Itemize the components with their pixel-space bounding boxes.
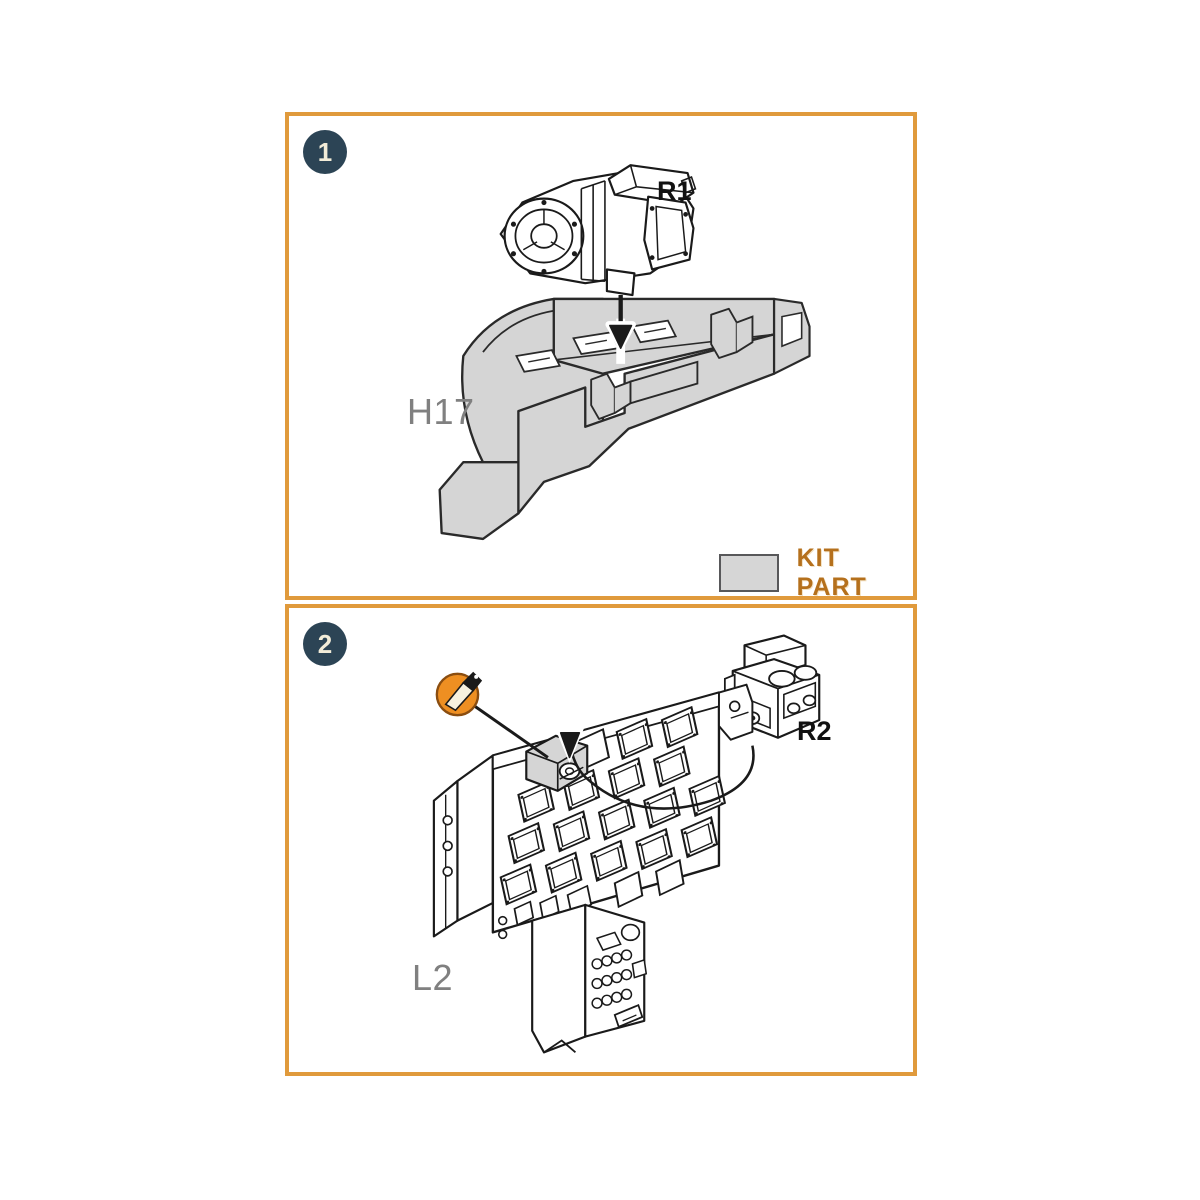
part-label-h17: H17 <box>407 391 475 432</box>
step-1-badge: 1 <box>303 130 347 174</box>
step-2-badge: 2 <box>303 622 347 666</box>
part-l2-kit <box>432 683 754 1054</box>
part-label-r1: R1 <box>657 176 692 206</box>
glue-applicator-marker <box>435 671 549 759</box>
step-1-artwork <box>438 164 811 541</box>
step-2-panel: 2 <box>285 604 917 1076</box>
step-1-panel: 1 <box>285 112 917 602</box>
assembly-arrow-r1-to-h17 <box>605 295 636 350</box>
part-h17-kit <box>438 297 811 541</box>
kit-part-swatch <box>719 554 779 592</box>
glue-leader-line <box>468 701 549 759</box>
kit-part-legend-label: KIT PART <box>796 544 867 601</box>
part-label-r2: R2 <box>797 716 832 746</box>
assembly-arrow-r2-to-l2 <box>555 728 755 810</box>
step-2-artwork <box>432 634 821 1054</box>
kit-part-legend: KIT PART <box>719 544 913 602</box>
part-label-l2: L2 <box>412 957 454 998</box>
